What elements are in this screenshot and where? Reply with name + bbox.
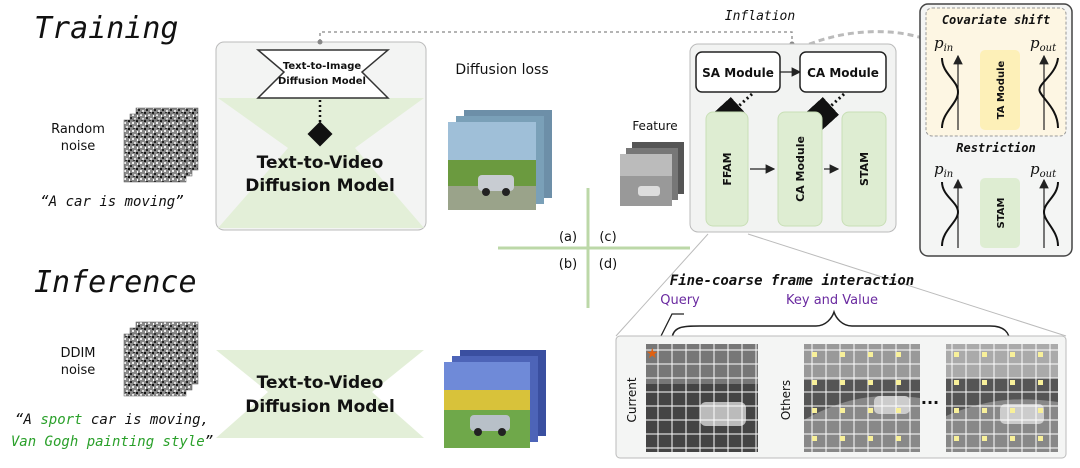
inflation-label: Inflation — [725, 9, 795, 24]
panel-label-a: (a) — [559, 230, 577, 245]
sa-module-label: SA Module — [702, 66, 774, 80]
side-panel-connector — [799, 30, 929, 50]
panel-label-c: (c) — [599, 230, 616, 245]
others-frame-1 — [804, 344, 920, 452]
restriction-title: Restriction — [956, 141, 1035, 155]
training-output-frames — [448, 110, 552, 210]
t2v-model-label-inference-2: Diffusion Model — [245, 397, 395, 417]
stam-side-box[interactable] — [980, 178, 1020, 248]
dist-in-curve-top — [941, 57, 960, 129]
ddim-noise-label-1: DDIM — [60, 346, 95, 361]
ddim-noise-label-2: noise — [61, 363, 96, 378]
inflation-connector — [319, 31, 793, 44]
ca-module-top-box[interactable] — [799, 51, 887, 93]
dist-out-curve-bottom — [1042, 181, 1059, 247]
ffam-label: FFAM — [721, 152, 734, 185]
query-star-icon: ★ — [646, 346, 659, 362]
ta-module-box[interactable] — [980, 50, 1020, 130]
t2i-model-label-1: Text-to-Image — [283, 61, 362, 72]
feature-frames — [620, 142, 684, 206]
random-noise-stack — [123, 107, 199, 183]
stam-box[interactable] — [841, 111, 887, 227]
p-out-label-bottom: pout — [1030, 160, 1057, 180]
random-noise-label-1: Random — [51, 122, 105, 137]
t2i-model-label-2: Diffusion Model — [278, 76, 366, 87]
covariate-shift-title: Covariate shift — [942, 13, 1050, 27]
ca-module-mid-label: CA Module — [794, 136, 807, 202]
feature-label: Feature — [632, 119, 677, 133]
zoom-line-right — [747, 233, 1067, 337]
dist-out-curve-top — [1038, 57, 1059, 129]
random-noise-label-2: noise — [61, 139, 96, 154]
ffam-box[interactable] — [705, 111, 749, 227]
current-frame — [646, 344, 758, 452]
diffusion-loss-label: Diffusion loss — [455, 62, 548, 78]
interaction-title: Fine-coarse frame interaction — [670, 273, 914, 289]
inflation-dot-left — [317, 39, 323, 45]
ta-module-label: TA Module — [996, 60, 1007, 119]
t2i-hourglass — [255, 49, 391, 99]
others-label: Others — [779, 380, 793, 420]
zoom-line-left — [615, 233, 709, 337]
p-out-label-top: pout — [1030, 34, 1057, 54]
ddim-noise-stack — [123, 321, 199, 397]
training-prompt: “A car is moving” — [40, 194, 183, 210]
stam-label: STAM — [858, 152, 871, 186]
t2v-model-label-inference-1: Text-to-Video — [257, 373, 384, 393]
frames-ellipsis: ... — [921, 389, 939, 408]
ca-module-top-label: CA Module — [807, 66, 879, 80]
training-title: Training — [34, 11, 179, 46]
inference-prompt-line-1: “A sport car is moving, — [15, 412, 209, 428]
inference-output-frames — [444, 350, 546, 448]
t2v-model-label-training-2: Diffusion Model — [245, 176, 395, 196]
inference-prompt-line-2: Van Gogh painting style” — [11, 434, 213, 450]
query-label: Query — [660, 293, 700, 308]
t2v-model-label-training-1: Text-to-Video — [257, 153, 384, 173]
key-value-markers — [812, 352, 1043, 441]
inference-title: Inference — [34, 265, 197, 300]
key-value-label: Key and Value — [786, 293, 878, 308]
stam-side-label: STAM — [996, 197, 1007, 228]
others-frame-n — [946, 344, 1058, 452]
ca-module-mid-box[interactable] — [777, 111, 823, 227]
t2v-hourglass-inference — [216, 350, 424, 438]
t2v-hourglass-training — [218, 98, 424, 228]
panel-label-d: (d) — [599, 257, 617, 272]
key-value-brace — [671, 309, 1011, 345]
p-in-label-bottom: pin — [934, 160, 953, 180]
current-label: Current — [625, 377, 639, 422]
dist-in-curve-bottom — [941, 181, 960, 247]
panel-label-b: (b) — [559, 257, 577, 272]
p-in-label-top: pin — [934, 34, 953, 54]
